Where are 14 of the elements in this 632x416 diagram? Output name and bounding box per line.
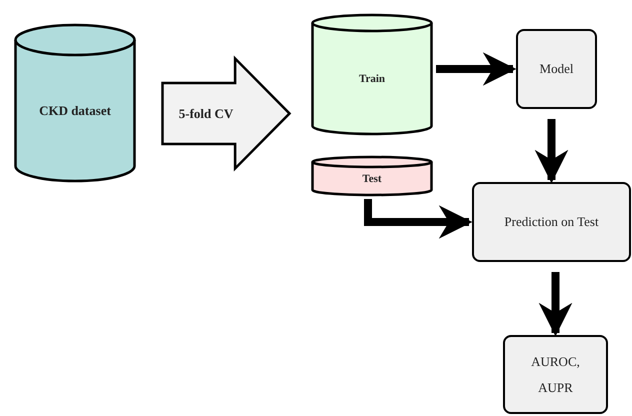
process-box bbox=[472, 182, 631, 262]
process-box bbox=[503, 335, 608, 414]
node-label: Train bbox=[358, 72, 386, 86]
process-box bbox=[516, 29, 597, 109]
arrow bbox=[436, 52, 516, 86]
node-label: 5-fold CV bbox=[178, 104, 234, 122]
node-label: Test bbox=[362, 172, 382, 186]
arrow bbox=[538, 272, 572, 336]
node-label: Prediction on Test bbox=[504, 213, 599, 231]
node-label: CKD dataset bbox=[39, 102, 111, 120]
node-label: Model bbox=[540, 60, 574, 78]
node-label: AUROC, AUPR bbox=[530, 352, 581, 396]
arrow bbox=[534, 119, 568, 184]
arrow bbox=[364, 199, 472, 239]
